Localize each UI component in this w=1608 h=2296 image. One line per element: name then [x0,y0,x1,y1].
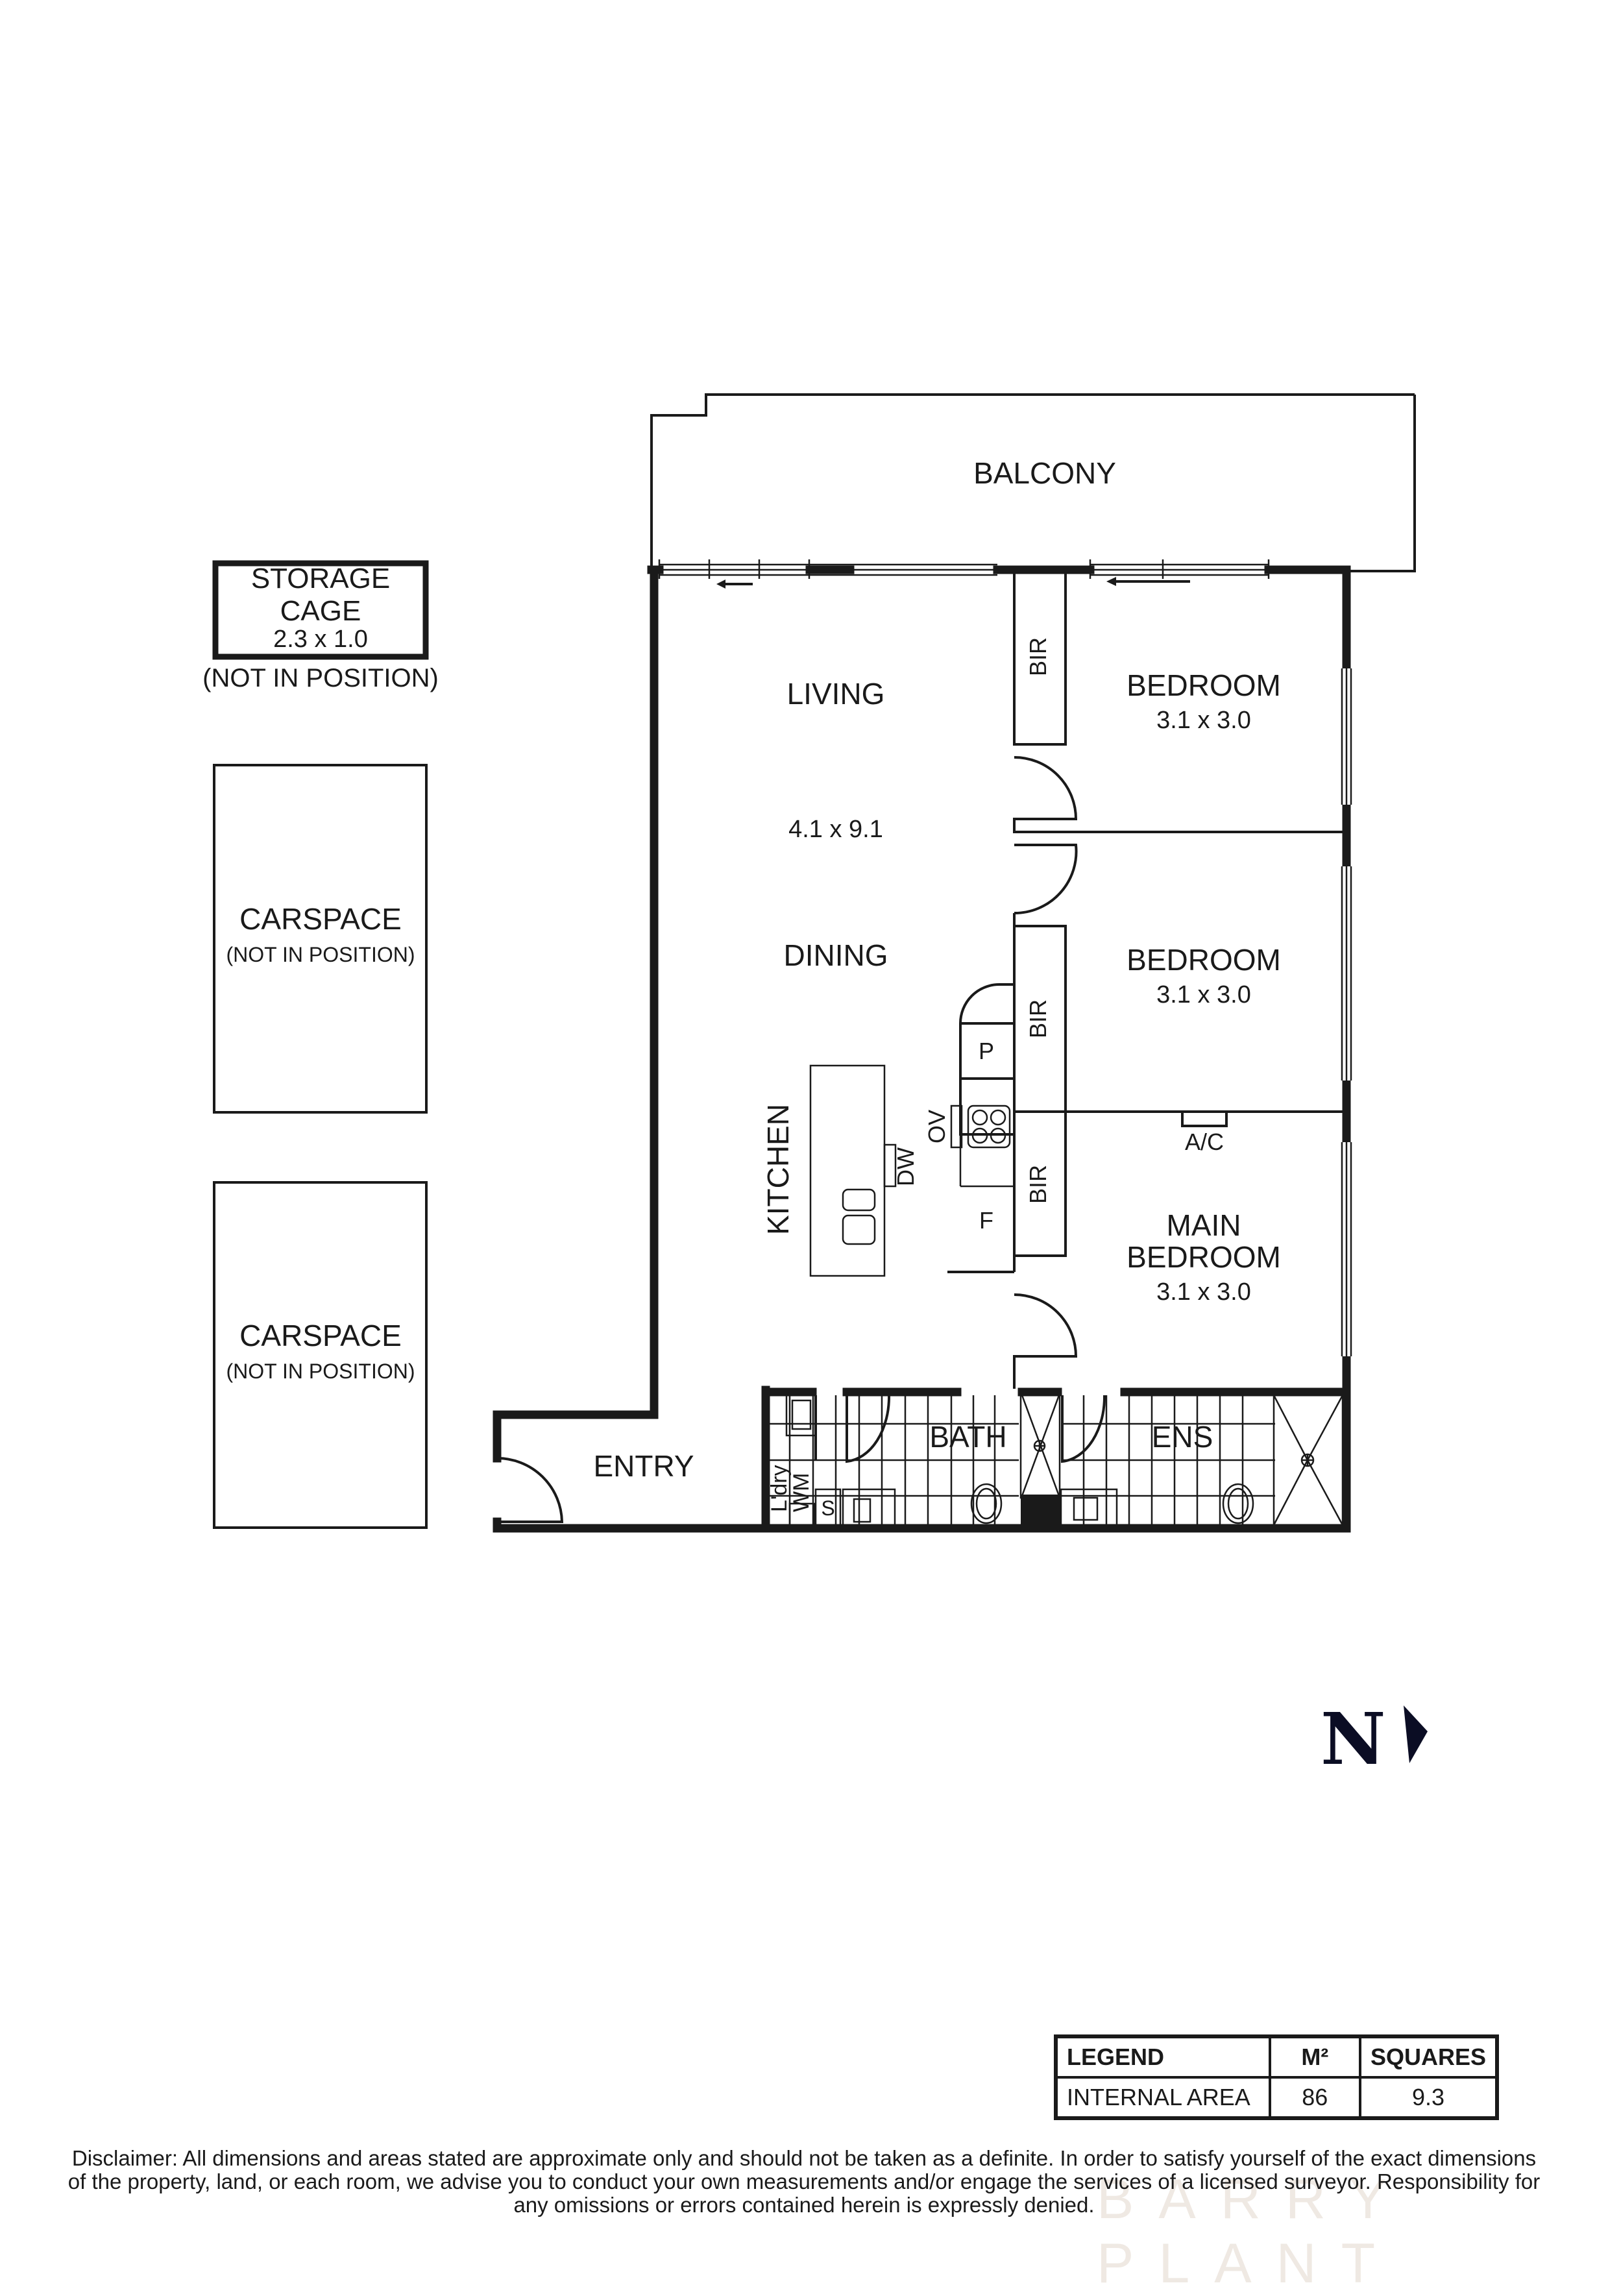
storage-cage-line2: CAGE [280,595,361,627]
right-windows [1341,668,1352,1356]
carspace-1-note: (NOT IN POSITION) [226,943,415,966]
bedroom-1-label: BEDROOM [1127,668,1281,702]
living-label: LIVING [787,677,885,711]
entry-label: ENTRY [593,1449,694,1483]
legend-header-row: LEGEND M² SQUARES [1054,2035,1499,2079]
carspace-2: CARSPACE (NOT IN POSITION) [213,1181,428,1529]
laundry-label: L'dry [767,1465,792,1512]
fridge-label: F [979,1207,993,1234]
legend-table: LEGEND M² SQUARES INTERNAL AREA 86 9.3 [1054,2034,1499,2120]
legend-row-m2: 86 [1268,2076,1361,2119]
carspace-1-label: CARSPACE [239,902,402,936]
ensuite-label: ENS [1152,1420,1213,1454]
legend-header-squares: SQUARES [1358,2035,1499,2079]
oven-label: OV [923,1110,950,1143]
interior-walls: BIR BIR BIR A/C [947,570,1346,1389]
bedroom-1-dimensions: 3.1 x 3.0 [1156,707,1251,734]
bir-label-2: BIR [1025,999,1051,1038]
dining-label: DINING [784,938,888,972]
main-bedroom-dimensions: 3.1 x 3.0 [1156,1278,1251,1306]
dishwasher-label: DW [892,1147,919,1186]
legend-row-squares: 9.3 [1358,2076,1499,2119]
bir-label-1: BIR [1025,637,1051,676]
carspace-1: CARSPACE (NOT IN POSITION) [213,764,428,1114]
carspace-2-label: CARSPACE [239,1319,402,1352]
storage-cage-line1: STORAGE [251,563,390,594]
bedroom-2-label: BEDROOM [1127,943,1281,977]
bir-label-3: BIR [1025,1165,1051,1204]
washing-machine-label: WM [789,1473,814,1512]
bath-label: BATH [929,1420,1006,1454]
storage-label: S [821,1496,834,1520]
balcony-label: BALCONY [973,456,1116,490]
north-arrow-icon [1404,1705,1428,1763]
living-dimensions: 4.1 x 9.1 [788,816,883,843]
storage-cage-dimensions: 2.3 x 1.0 [273,626,368,653]
legend-header-legend: LEGEND [1054,2035,1271,2079]
storage-cage-note: (NOT IN POSITION) [202,664,439,692]
legend-row: INTERNAL AREA 86 9.3 [1054,2076,1499,2119]
legend-header-m2: M² [1268,2035,1361,2079]
bedroom-2-dimensions: 3.1 x 3.0 [1156,981,1251,1008]
storage-cage: STORAGE CAGE 2.3 x 1.0 (NOT IN POSITION) [202,560,439,692]
top-wall [647,559,1351,589]
north-arrow-label: N [1321,1697,1386,1781]
disclaimer-text: Disclaimer: All dimensions and areas sta… [67,2146,1541,2217]
pantry-label: P [979,1038,994,1064]
main-bedroom-label-2: BEDROOM [1127,1240,1281,1274]
carspace-2-note: (NOT IN POSITION) [226,1360,415,1383]
legend-row-label: INTERNAL AREA [1054,2076,1271,2119]
wet-areas: L'dry WM S BATH ENS [761,1386,1351,1533]
ac-label: A/C [1185,1129,1224,1155]
kitchen: P OV F DW KITCHEN [761,983,1014,1277]
balcony: BALCONY [650,393,1416,572]
kitchen-label: KITCHEN [761,1104,795,1235]
main-bedroom-label-1: MAIN [1167,1208,1241,1242]
